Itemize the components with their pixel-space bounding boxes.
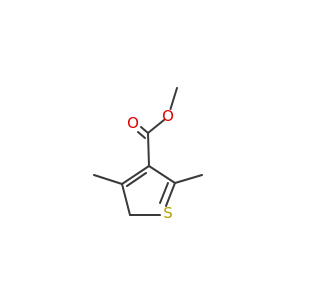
bond-carbonyl-double-a bbox=[140, 126, 149, 134]
bond-ring-sulfur-c2 bbox=[165, 182, 176, 207]
bond-ring-c3-c4 bbox=[121, 165, 150, 185]
bond-carbonyl-double-b bbox=[137, 131, 146, 139]
bond-ester-oxygen-carbonyl-carbon bbox=[147, 119, 165, 134]
carbonyl-oxygen-label: O bbox=[127, 114, 139, 132]
structure-canvas: O O S bbox=[93, 87, 203, 222]
bond-ring-sulfur-c2-inner bbox=[159, 182, 169, 204]
bond-ring-c3-c4-inner bbox=[126, 172, 147, 187]
ester-oxygen-label: O bbox=[162, 107, 174, 125]
bond-methyl-ester-oxygen bbox=[169, 87, 178, 110]
sulfur-label: S bbox=[163, 204, 173, 222]
molecule-diagram: O O S bbox=[93, 87, 203, 222]
bond-c4-methyl bbox=[93, 174, 123, 185]
bond-ring-c4-c5 bbox=[121, 183, 131, 216]
bond-c2-methyl bbox=[174, 174, 203, 184]
bond-carbonyl-carbon-ring-c3 bbox=[147, 132, 150, 167]
bond-ring-c3-c2 bbox=[148, 165, 176, 184]
